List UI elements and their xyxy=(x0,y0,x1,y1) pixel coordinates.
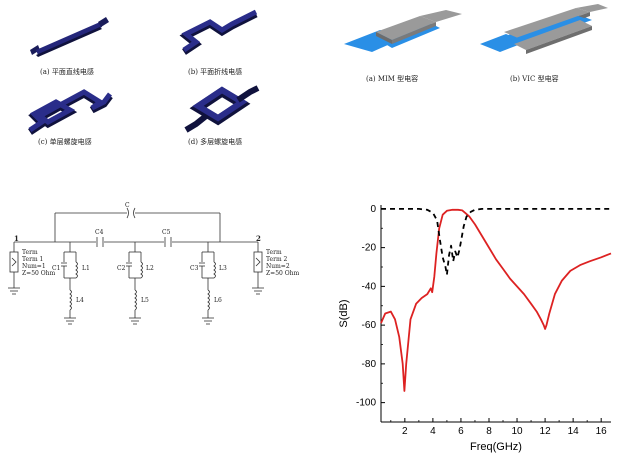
x-tick-label: 12 xyxy=(540,426,552,437)
x-tick-label: 8 xyxy=(486,426,492,437)
y-tick-label: -40 xyxy=(362,281,377,292)
label-c4: C4 xyxy=(95,229,104,236)
y-tick-label: -20 xyxy=(362,243,377,254)
chart-series xyxy=(380,208,612,392)
label-l5: L5 xyxy=(141,297,149,304)
caption-single-spiral-inductor: (c) 单层螺旋电感 xyxy=(38,138,92,146)
label-l4: L4 xyxy=(76,297,84,304)
port1-line-1: Term xyxy=(22,249,38,256)
planar-straight-inductor xyxy=(30,17,109,57)
x-tick-label: 4 xyxy=(430,426,436,437)
x-tick-label: 6 xyxy=(458,426,464,437)
inductor-illustrations xyxy=(28,9,260,135)
port1-number: 1 xyxy=(14,234,19,243)
caption-meander-inductor: (b) 平面折线电感 xyxy=(188,68,243,76)
label-c3: C3 xyxy=(190,265,199,272)
label-l6: L6 xyxy=(214,297,222,304)
single-layer-spiral-inductor xyxy=(28,89,113,135)
dashed-series-line xyxy=(381,208,611,276)
label-c: C xyxy=(125,202,130,209)
x-tick-label: 14 xyxy=(568,426,580,437)
x-axis-label: Freq(GHz) xyxy=(470,441,522,453)
x-tick-label: 10 xyxy=(511,426,523,437)
caption-straight-inductor: (a) 平面直线电感 xyxy=(40,68,94,76)
port2-line-3: Num=2 xyxy=(266,263,290,270)
caption-vic-capacitor: (b) VIC 型电容 xyxy=(510,75,559,83)
capacitor-illustrations xyxy=(344,4,608,54)
x-tick-label: 16 xyxy=(596,426,608,437)
y-tick-label: -100 xyxy=(356,398,376,409)
caption-mim-capacitor: (a) MIM 型电容 xyxy=(366,75,419,83)
port2-number: 2 xyxy=(256,234,261,243)
port1-line-3: Num=1 xyxy=(22,263,46,270)
label-l1: L1 xyxy=(82,265,90,272)
multi-layer-spiral-inductor xyxy=(184,85,260,133)
port1-line-2: Term 1 xyxy=(22,256,43,263)
mim-capacitor xyxy=(344,10,462,52)
planar-meander-inductor xyxy=(179,9,258,55)
y-tick-label: 0 xyxy=(370,204,376,215)
chart-axes: 2 4 6 8 10 12 14 16 0 -20 -40 -60 -80 -100 xyxy=(356,204,611,437)
port2-line-1: Term xyxy=(266,249,282,256)
y-tick-label: -60 xyxy=(362,320,377,331)
circuit-schematic: C C4 C5 C1 L1 C2 L2 C3 L3 L4 L5 L6 1 Ter… xyxy=(8,202,300,325)
y-axis-label: S(dB) xyxy=(338,299,350,327)
x-tick-label: 2 xyxy=(402,426,408,437)
label-c5: C5 xyxy=(162,229,171,236)
y-tick-label: -80 xyxy=(362,359,377,370)
solid-series-line xyxy=(380,208,612,392)
label-c1: C1 xyxy=(52,265,60,272)
caption-multi-spiral-inductor: (d) 多层螺旋电感 xyxy=(188,138,243,146)
label-l2: L2 xyxy=(146,265,154,272)
label-c2: C2 xyxy=(117,265,126,272)
port2-line-2: Term 2 xyxy=(266,256,288,263)
label-l3: L3 xyxy=(219,265,227,272)
port2-line-4: Z=50 Ohm xyxy=(266,270,300,277)
vic-capacitor xyxy=(480,4,608,54)
port1-line-4: Z=50 Ohm xyxy=(22,270,56,277)
